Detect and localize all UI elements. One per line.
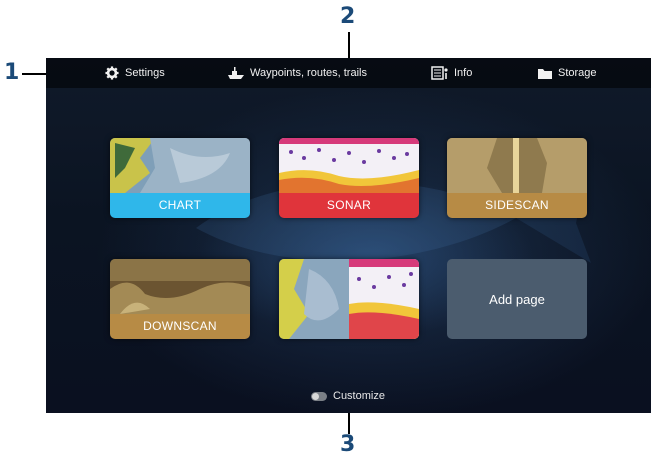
sidescan-thumbnail xyxy=(447,138,587,193)
sidescan-label: SIDESCAN xyxy=(447,193,587,218)
sidescan-page-tile[interactable]: SIDESCAN xyxy=(447,138,587,218)
background-fish-graphic xyxy=(196,178,591,263)
info-button[interactable]: Info xyxy=(431,58,472,88)
sonar-label: SONAR xyxy=(279,193,419,218)
sonar-thumbnail xyxy=(279,138,419,193)
chart-thumbnail xyxy=(110,138,250,193)
add-page-label: Add page xyxy=(489,291,545,307)
downscan-thumbnail xyxy=(110,259,250,314)
settings-button[interactable]: Settings xyxy=(104,58,165,88)
storage-label: Storage xyxy=(558,67,597,79)
customize-button[interactable]: Customize xyxy=(311,390,385,402)
downscan-label: DOWNSCAN xyxy=(110,314,250,339)
downscan-page-tile[interactable]: DOWNSCAN xyxy=(110,259,250,339)
callout-3: 3 xyxy=(340,432,356,457)
add-page-button[interactable]: Add page xyxy=(447,259,587,339)
chart-label: CHART xyxy=(110,193,250,218)
chart-page-tile[interactable]: CHART xyxy=(110,138,250,218)
callout-1: 1 xyxy=(4,60,20,85)
settings-label: Settings xyxy=(125,67,165,79)
info-label: Info xyxy=(454,67,473,79)
storage-button[interactable]: Storage xyxy=(537,58,597,88)
waypoints-label: Waypoints, routes, trails xyxy=(250,67,367,79)
toggle-icon xyxy=(311,391,327,401)
chart-sonar-combo-tile[interactable] xyxy=(279,259,419,339)
top-menu-bar: Settings Waypoints, routes, trails Info xyxy=(46,58,651,88)
waypoints-routes-trails-button[interactable]: Waypoints, routes, trails xyxy=(227,58,367,88)
folder-icon xyxy=(538,69,552,79)
boat-icon xyxy=(228,67,244,79)
home-screen: Settings Waypoints, routes, trails Info xyxy=(46,58,651,413)
callout-3-line xyxy=(348,404,350,434)
callout-2: 2 xyxy=(340,4,356,29)
customize-label: Customize xyxy=(333,390,385,402)
info-panel-icon xyxy=(431,66,448,80)
gear-icon xyxy=(105,66,119,80)
sonar-page-tile[interactable]: SONAR xyxy=(279,138,419,218)
chart-sonar-combo-thumbnail xyxy=(279,259,419,339)
